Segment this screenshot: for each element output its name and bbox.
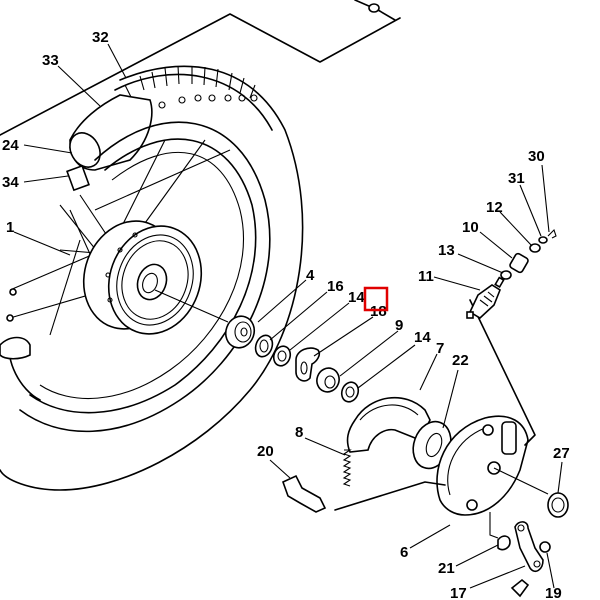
part-bushing-10 — [509, 252, 529, 274]
callout-1: 1 — [6, 219, 14, 236]
part-bolt — [510, 578, 530, 598]
callout-19: 19 — [545, 585, 562, 600]
part-bearing-9 — [316, 367, 340, 393]
callout-31: 31 — [508, 170, 525, 187]
part-camshaft-20 — [282, 474, 327, 513]
part-seal-12 — [529, 243, 541, 253]
callout-20: 20 — [257, 443, 274, 460]
part-indicator-21 — [489, 512, 511, 551]
callout-13: 13 — [438, 242, 455, 259]
part-lever-17 — [514, 521, 544, 572]
callout-4: 4 — [306, 267, 315, 284]
callout-30: 30 — [528, 148, 545, 165]
callout-34: 34 — [2, 174, 19, 191]
callout-9: 9 — [395, 317, 403, 334]
callout-32: 32 — [92, 29, 109, 46]
part-brake-plate-6 — [436, 415, 529, 516]
part-washer-31 — [538, 236, 548, 244]
callout-17: 17 — [450, 585, 467, 600]
callout-33: 33 — [42, 52, 59, 69]
callout-10: 10 — [462, 219, 479, 236]
tire — [0, 65, 304, 491]
part-nut-27 — [547, 492, 569, 518]
part-nut-19 — [539, 541, 551, 553]
callout-14b: 14 — [414, 329, 431, 346]
highlight-box — [363, 286, 389, 312]
callout-labels: 32 33 24 34 1 4 16 14 18 9 14 7 22 8 20 … — [2, 29, 570, 600]
callout-8: 8 — [295, 424, 303, 441]
part-spring-8 — [342, 449, 352, 487]
callout-7: 7 — [436, 340, 444, 357]
callout-21: 21 — [438, 560, 455, 577]
valve-stem — [66, 164, 90, 192]
part-bearing-4 — [224, 315, 256, 349]
part-brake-shoe-7 — [346, 396, 431, 453]
callout-24: 24 — [2, 137, 19, 154]
callout-12: 12 — [486, 199, 503, 216]
callout-11: 11 — [418, 268, 434, 285]
callout-27: 27 — [553, 445, 570, 462]
leader-lines — [13, 43, 563, 589]
part-spacer-14a — [272, 345, 292, 367]
hub — [82, 220, 203, 335]
part-clip-30 — [547, 228, 557, 239]
rim — [0, 121, 271, 433]
part-seal-16 — [254, 334, 274, 358]
part-washer-13 — [500, 270, 512, 280]
tube — [69, 94, 153, 171]
callout-16: 16 — [327, 278, 344, 295]
callout-14a: 14 — [348, 289, 365, 306]
part-clutch-18 — [295, 347, 321, 382]
axle-bracket-top — [0, 0, 401, 136]
callout-22: 22 — [452, 352, 469, 369]
part-spacer-14b — [340, 381, 360, 403]
callout-18: 18 — [370, 303, 387, 320]
callout-6: 6 — [400, 544, 408, 561]
part-gear-11 — [466, 276, 505, 319]
tire-tread — [124, 65, 258, 109]
